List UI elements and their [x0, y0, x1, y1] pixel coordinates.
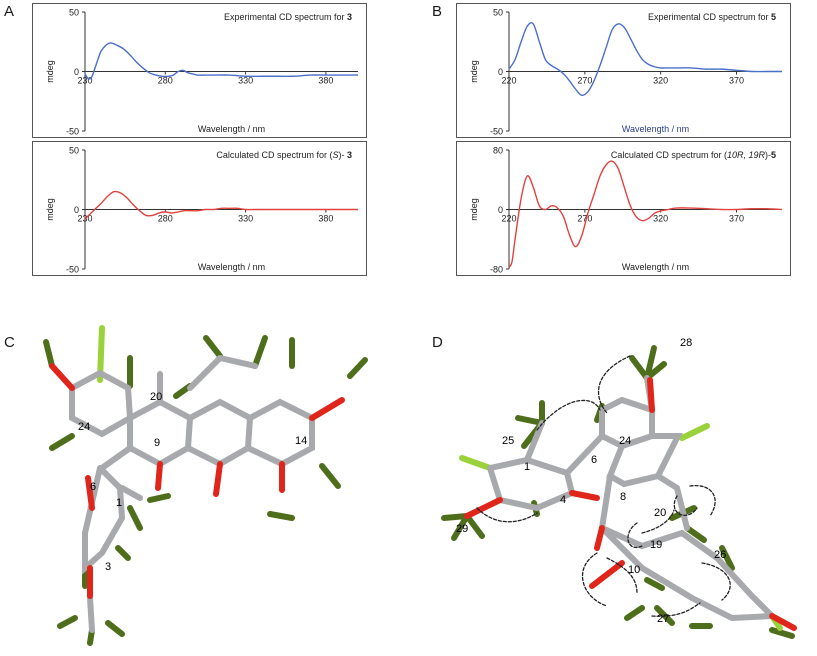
panel-label-d: D: [432, 334, 443, 351]
mol-d-atom-label: 26: [714, 549, 726, 561]
mol-c-atom-label: 3: [105, 561, 111, 573]
panel-label-c: C: [4, 334, 15, 351]
y-axis-label: mdeg: [469, 60, 479, 83]
mol-d-atom-label: 20: [654, 507, 666, 519]
mol-d-atom-label: 29: [456, 523, 468, 535]
molecule-structure-d: 28 25 24 1 6 8 4 29 20 19 26 10 27: [441, 337, 797, 639]
mol-c-atom-label: 24: [78, 421, 90, 433]
y-tick-label: 0: [498, 67, 503, 77]
panel-label-a: A: [4, 3, 15, 20]
y-axis-label: mdeg: [45, 198, 55, 221]
y-tick-label: 80: [493, 146, 503, 156]
y-tick-label: 50: [69, 8, 79, 18]
y-tick-label: 50: [493, 8, 503, 18]
mol-c-atom-label: 20: [150, 391, 162, 403]
x-tick-label: 280: [158, 76, 173, 86]
x-tick-label: 320: [653, 214, 668, 224]
x-tick-label: 370: [729, 214, 744, 224]
mol-d-atom-label: 4: [560, 494, 566, 506]
mol-c-atom-label: 1: [116, 497, 122, 509]
cd-series-line: [84, 190, 358, 220]
x-axis-label: Wavelength / nm: [198, 124, 265, 134]
x-axis-label: Wavelength / nm: [198, 262, 265, 272]
mol-d-atom-label: 28: [680, 337, 692, 349]
mol-c-atom-label: 14: [295, 435, 307, 447]
x-axis-label: Wavelength / nm: [622, 262, 689, 272]
chart-title: Experimental CD spectrum for 5: [648, 12, 776, 22]
x-axis-label: Wavelength / nm: [622, 124, 689, 134]
mol-d-atom-label: 1: [524, 461, 530, 473]
cd-series-line: [84, 42, 358, 80]
chart-title: Calculated CD spectrum for (10R, 19R)-5: [611, 150, 776, 160]
mol-d-atom-label: 25: [502, 435, 514, 447]
x-tick-label: 270: [577, 76, 592, 86]
cd-series-line: [508, 160, 783, 268]
y-tick-label: 0: [498, 205, 503, 215]
mol-d-atom-label: 6: [591, 454, 597, 466]
y-tick-label: -50: [66, 265, 79, 275]
chart-title: Calculated CD spectrum for (S)- 3: [216, 150, 352, 160]
y-tick-label: 0: [74, 67, 79, 77]
mol-d-atom-label: 10: [628, 564, 640, 576]
x-tick-label: 230: [77, 76, 92, 86]
x-tick-label: 220: [501, 76, 516, 86]
mol-d-atom-label: 19: [650, 539, 662, 551]
x-tick-label: 380: [318, 214, 333, 224]
x-tick-label: 320: [653, 76, 668, 86]
mol-c-atom-label: 6: [90, 481, 96, 493]
mol-d-atom-label: 27: [657, 613, 669, 625]
x-tick-label: 220: [501, 214, 516, 224]
mol-d-atom-label: 24: [619, 435, 631, 447]
x-tick-label: 280: [158, 214, 173, 224]
x-tick-label: 270: [577, 214, 592, 224]
y-tick-label: -80: [490, 265, 503, 275]
mol-c-bonds: [43, 325, 368, 646]
mol-c-atom-label: 9: [154, 437, 160, 449]
y-axis-label: mdeg: [45, 60, 55, 83]
y-axis-label: mdeg: [469, 198, 479, 221]
y-tick-label: 0: [74, 205, 79, 215]
y-tick-label: 50: [69, 146, 79, 156]
mol-d-atom-label: 8: [620, 491, 626, 503]
x-tick-label: 370: [729, 76, 744, 86]
panel-label-b: B: [432, 3, 443, 20]
chart-title: Experimental CD spectrum for 3: [224, 12, 352, 22]
cd-series-line: [508, 22, 782, 97]
x-tick-label: 330: [238, 76, 253, 86]
y-tick-label: -50: [66, 127, 79, 137]
molecule-structure-c: 20 24 9 14 6 1 3: [43, 325, 368, 646]
x-tick-label: 330: [238, 214, 253, 224]
x-tick-label: 380: [318, 76, 333, 86]
y-tick-label: -50: [490, 127, 503, 137]
